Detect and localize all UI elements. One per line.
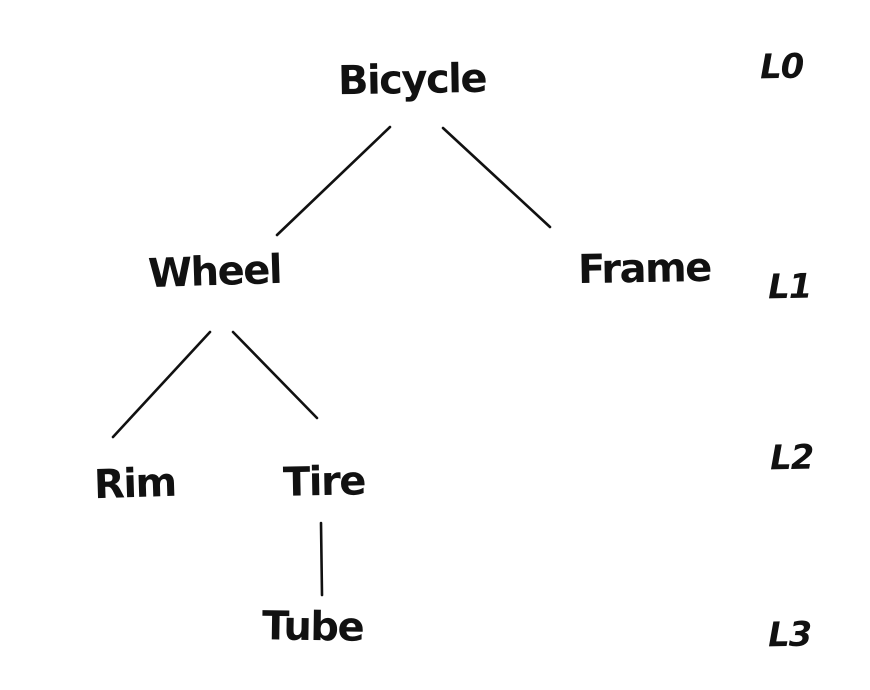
edge-wheel-rim [111,330,212,439]
edge-wheel-tire [231,330,319,420]
level-label-l1: L1 [767,266,812,308]
node-bicycle: Bicycle [337,55,487,105]
edge-bicycle-frame [441,126,552,229]
node-wheel: Wheel [147,246,282,298]
node-frame: Frame [577,244,712,294]
node-rim: Rim [93,459,177,509]
edge-tire-tube [319,521,324,597]
level-label-l2: L2 [769,437,814,479]
edge-bicycle-wheel [275,125,392,237]
node-tube: Tube [261,603,364,651]
level-label-l0: L0 [759,46,804,88]
node-tire: Tire [282,458,366,506]
level-label-l3: L3 [767,614,812,656]
